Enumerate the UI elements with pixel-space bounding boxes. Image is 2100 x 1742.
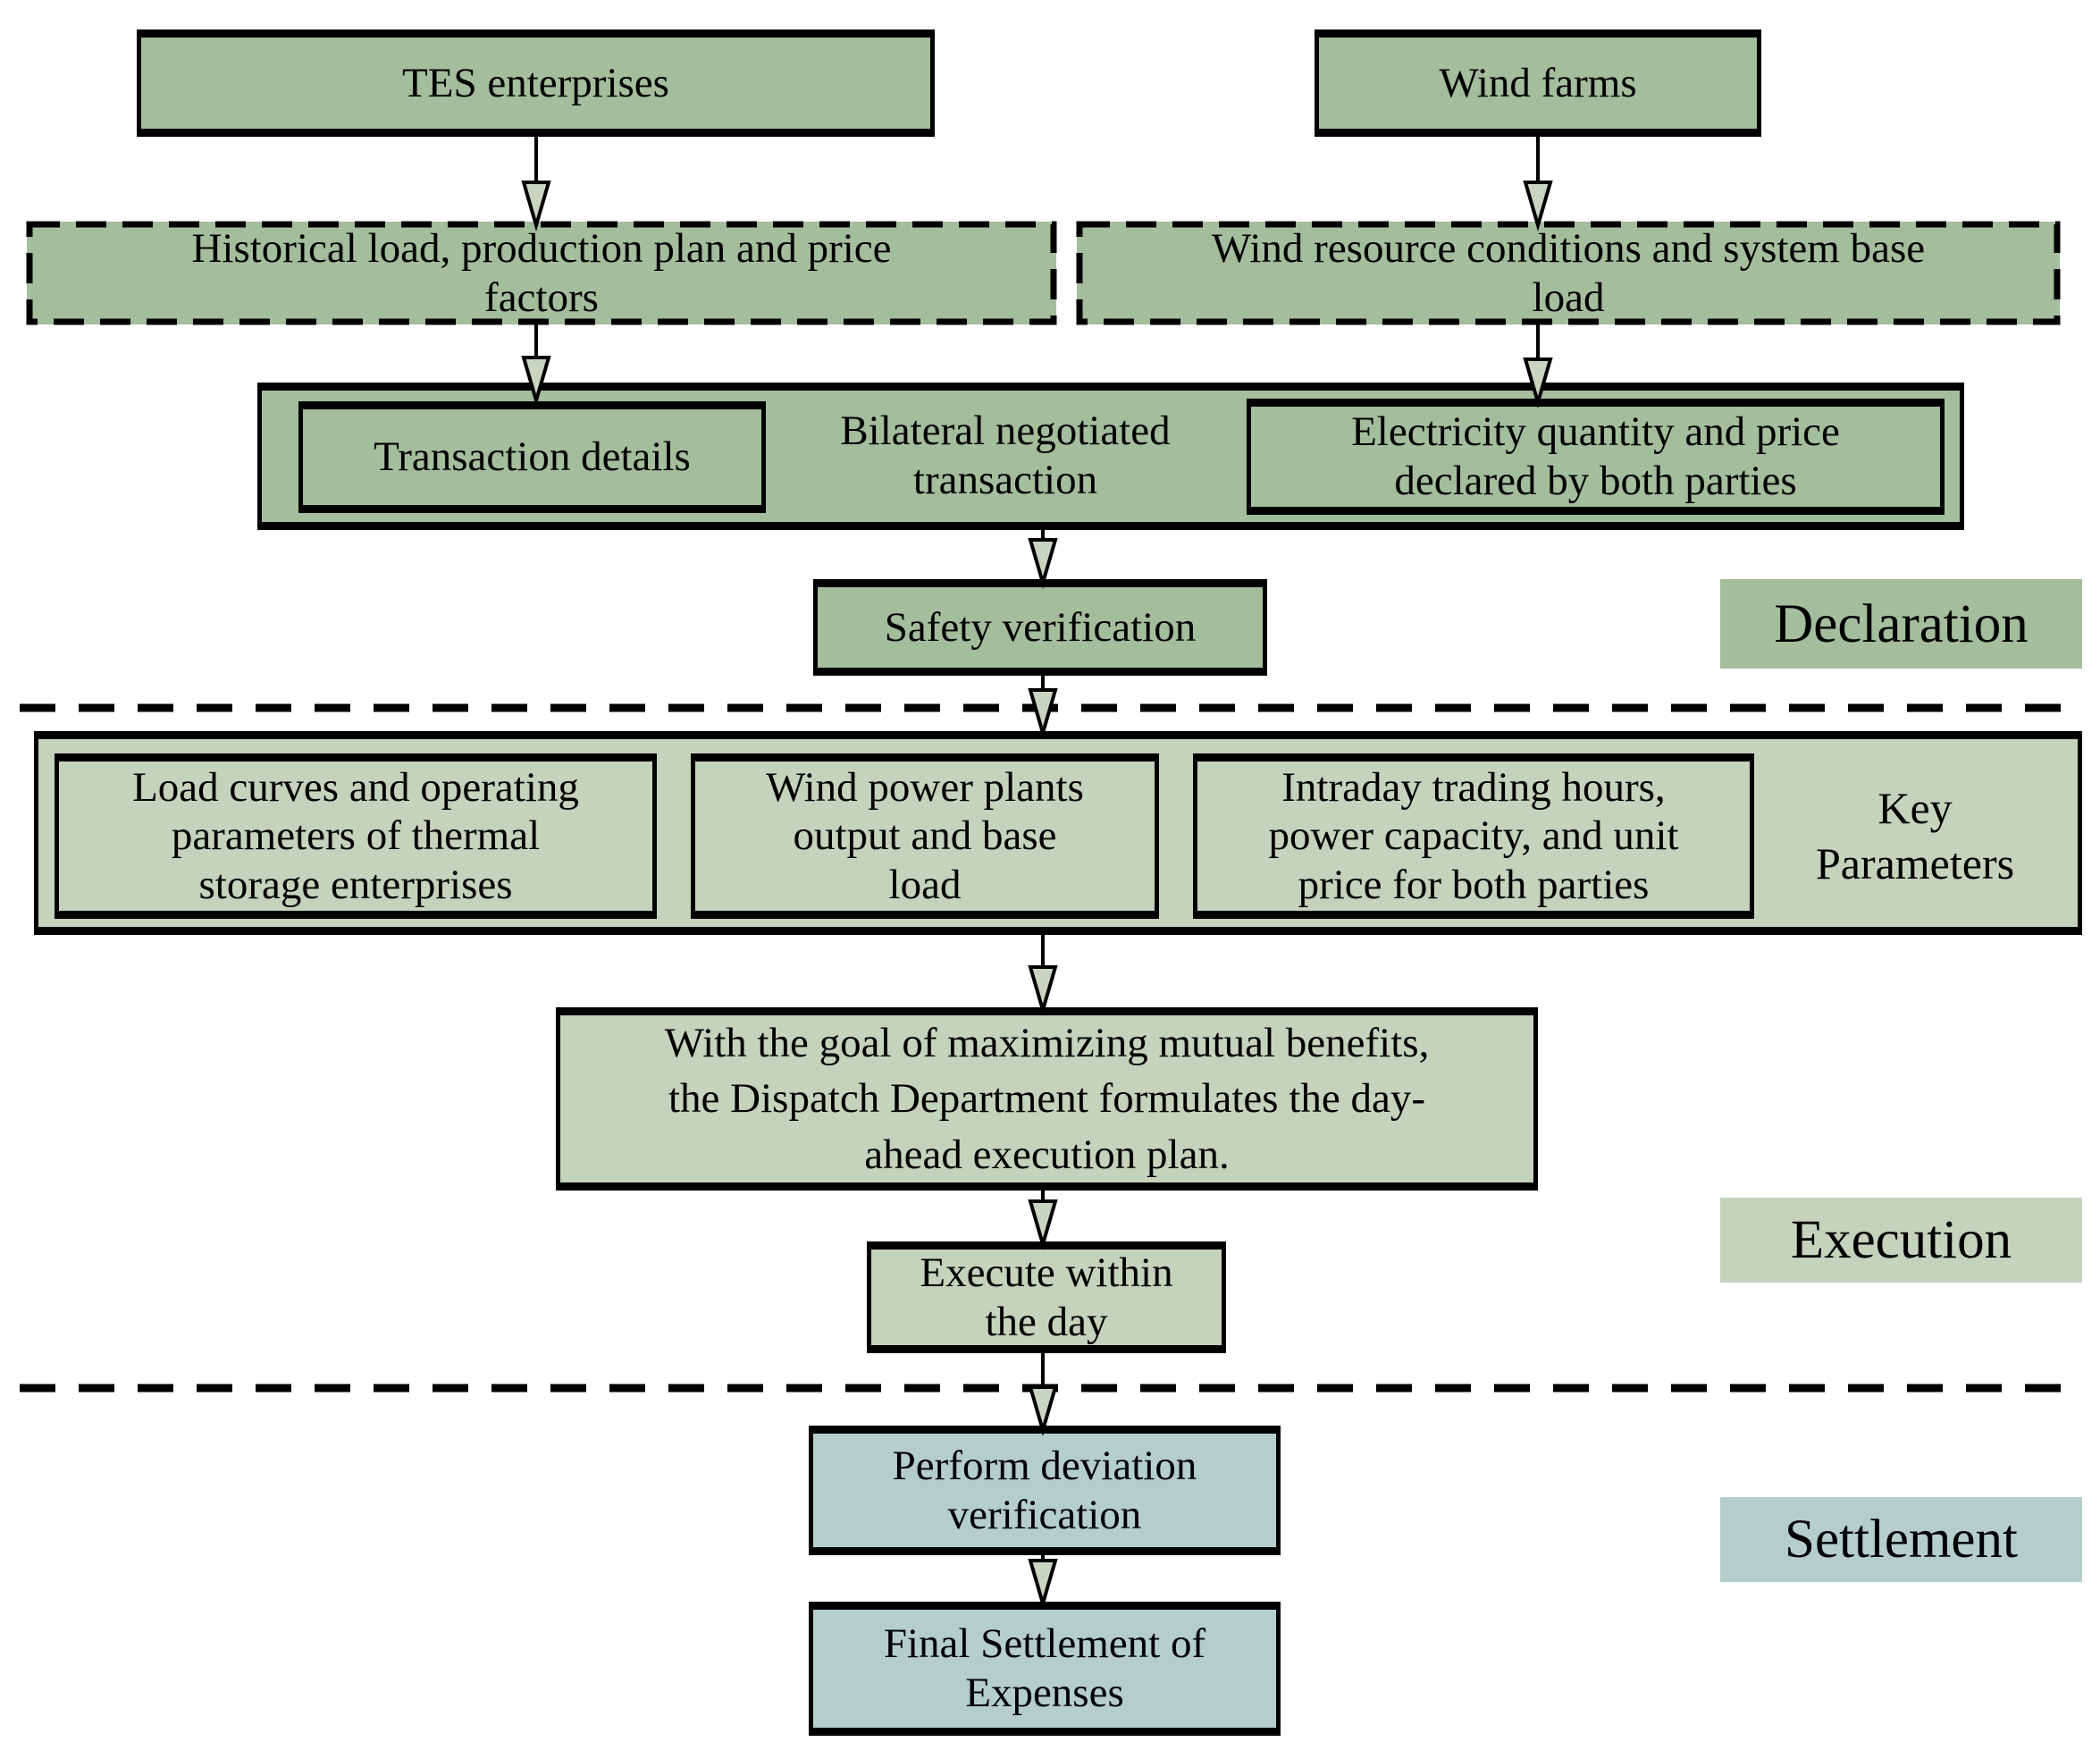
node-text: Electricity quantity and price declared … xyxy=(1351,408,1840,504)
node-historical-load-info: Historical load, production plan and pri… xyxy=(27,222,1056,324)
node-dispatch-plan: With the goal of maximizing mutual benef… xyxy=(556,1007,1538,1191)
flow-arrow-keyparams-to-dispatch xyxy=(1028,935,1058,1017)
node-text: Historical load, production plan and pri… xyxy=(191,224,892,321)
section-label-execution: Execution xyxy=(1720,1198,2082,1283)
node-load-curves: Load curves and operating parameters of … xyxy=(55,753,657,919)
section-label-settlement: Settlement xyxy=(1720,1497,2082,1582)
node-text: With the goal of maximizing mutual benef… xyxy=(664,1020,1430,1178)
node-text: Wind farms xyxy=(1439,59,1637,106)
section-label-text: Declaration xyxy=(1774,593,2029,654)
node-text: Load curves and operating parameters of … xyxy=(132,763,579,908)
node-perform-deviation-verification: Perform deviation verification xyxy=(809,1426,1281,1555)
node-text: Wind power plants output and base load xyxy=(766,763,1084,908)
node-electricity-declaration: Electricity quantity and price declared … xyxy=(1247,399,1945,515)
node-text: Bilateral negotiated transaction xyxy=(840,408,1171,503)
label-bilateral-transaction: Bilateral negotiated transaction xyxy=(777,393,1233,518)
node-text: Execute within the day xyxy=(920,1249,1173,1345)
label-key-parameters: Key Parameters xyxy=(1754,769,2076,903)
section-label-declaration: Declaration xyxy=(1720,579,2082,669)
flow-arrow-execute-to-deviation xyxy=(1028,1353,1058,1437)
node-wind-resource-info: Wind resource conditions and system base… xyxy=(1077,222,2060,324)
node-wind-farms: Wind farms xyxy=(1315,29,1761,137)
node-text: Final Settlement of Expenses xyxy=(883,1620,1206,1716)
flow-arrow-windfarms-to-resource xyxy=(1523,137,1553,232)
section-label-text: Execution xyxy=(1790,1210,2012,1270)
flow-arrow-tes-to-historical xyxy=(521,137,551,232)
flow-arrow-safety-to-keyparams xyxy=(1028,676,1058,740)
flow-arrow-bilateral-to-safety xyxy=(1028,530,1058,590)
node-safety-verification: Safety verification xyxy=(813,579,1267,676)
node-text: Perform deviation verification xyxy=(892,1442,1197,1538)
node-text: Key Parameters xyxy=(1815,782,2015,889)
node-text: Transaction details xyxy=(374,433,691,481)
node-final-settlement: Final Settlement of Expenses xyxy=(809,1602,1281,1736)
node-text: Intraday trading hours, power capacity, … xyxy=(1268,763,1679,908)
node-tes-enterprises: TES enterprises xyxy=(137,29,935,137)
node-text: TES enterprises xyxy=(402,59,669,106)
node-transaction-details: Transaction details xyxy=(298,401,766,513)
node-wind-plant-output: Wind power plants output and base load xyxy=(691,753,1159,919)
flow-arrow-deviation-to-final xyxy=(1028,1555,1058,1611)
section-label-text: Settlement xyxy=(1785,1510,2018,1569)
node-text: Wind resource conditions and system base… xyxy=(1211,224,1926,321)
node-intraday-terms: Intraday trading hours, power capacity, … xyxy=(1193,753,1754,919)
node-execute-within-day: Execute within the day xyxy=(867,1241,1226,1353)
flow-arrow-dispatch-to-execute xyxy=(1028,1191,1058,1251)
node-text: Safety verification xyxy=(884,603,1197,651)
